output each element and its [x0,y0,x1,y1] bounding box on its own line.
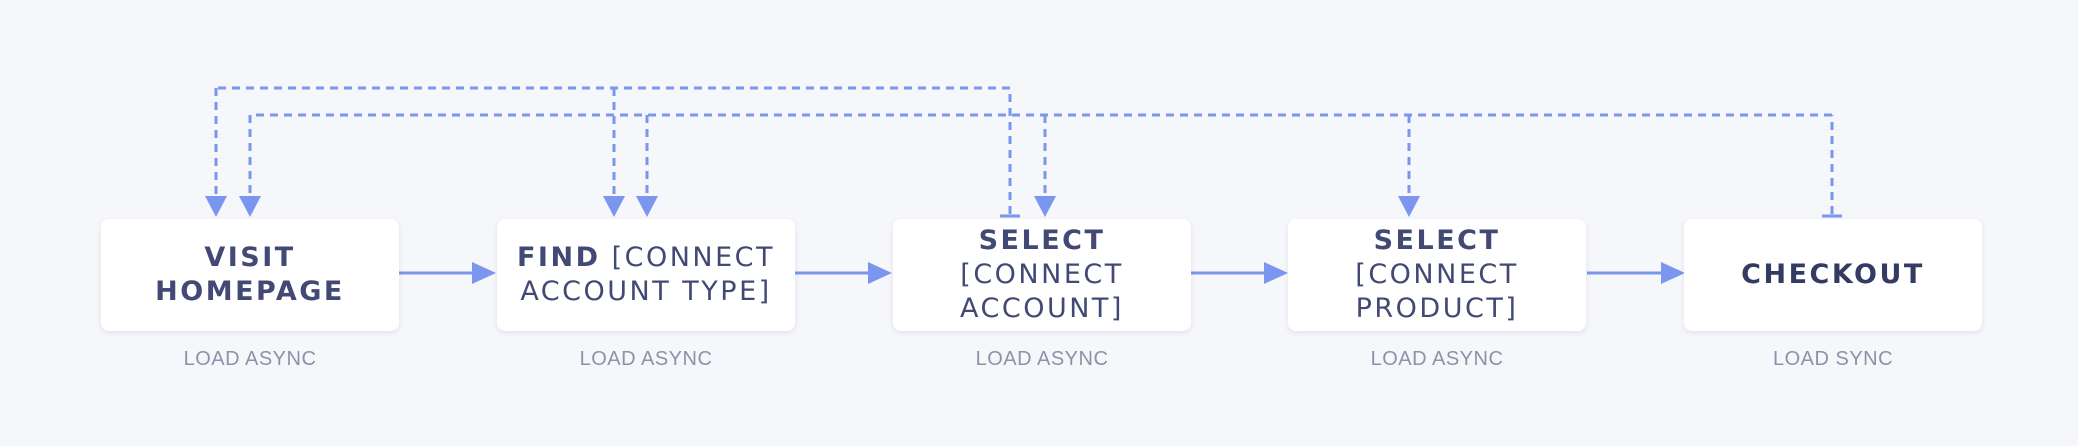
step-title-bold: CHECKOUT [1741,259,1925,290]
step-title: SELECT [CONNECT PRODUCT] [1292,224,1582,326]
step-title: SELECT [CONNECT ACCOUNT] [897,224,1187,326]
step-title-bold: FIND [516,242,601,273]
step-find-connect-account-type: FIND [CONNECT ACCOUNT TYPE] [497,219,795,331]
async-loader-line-lower [248,113,1834,214]
forward-arrows [399,262,1685,284]
async-loader-line-upper [214,86,1012,214]
step-select-connect-account: SELECT [CONNECT ACCOUNT] [893,219,1191,331]
arrowhead-into-select-account [1034,196,1056,217]
arrow-visit-to-find-head [472,262,496,284]
arrowhead-into-visit-upper [205,196,227,217]
step-title: FIND [CONNECT ACCOUNT TYPE] [497,241,795,309]
step-title-rest: [CONNECT ACCOUNT] [960,259,1124,324]
step-title-bold: SELECT [1373,225,1501,256]
step-visit-homepage: VISIT HOMEPAGE [101,219,399,331]
step-caption: LOAD ASYNC [183,348,317,370]
arrowhead-into-visit-lower [239,196,261,217]
step-title-rest: HOMEPAGE [155,276,345,307]
step-title-rest: [CONNECT ACCOUNT TYPE] [520,242,776,307]
arrowhead-into-select-product [1398,196,1420,217]
step-title-bold: SELECT [978,225,1106,256]
step-title-rest: [CONNECT PRODUCT] [1355,259,1519,324]
async-loader-lower-markers [239,196,1842,218]
arrow-select-product-to-checkout-head [1661,262,1685,284]
arrowhead-into-find-lower [636,196,658,217]
async-loader-upper-markers [205,196,1020,218]
step-select-connect-product: SELECT [CONNECT PRODUCT] [1288,219,1586,331]
step-title-bold: VISIT [204,242,296,273]
arrow-find-to-select-account-head [868,262,892,284]
step-title: VISIT HOMEPAGE [155,241,345,309]
step-caption: LOAD ASYNC [579,348,713,370]
step-caption: LOAD SYNC [1772,348,1894,370]
step-title: CHECKOUT [1741,258,1925,292]
step-caption: LOAD ASYNC [1370,348,1504,370]
step-checkout: CHECKOUT [1684,219,1982,331]
step-caption: LOAD ASYNC [975,348,1109,370]
arrowhead-into-find-upper [603,196,625,217]
arrow-select-account-to-select-product-head [1264,262,1288,284]
